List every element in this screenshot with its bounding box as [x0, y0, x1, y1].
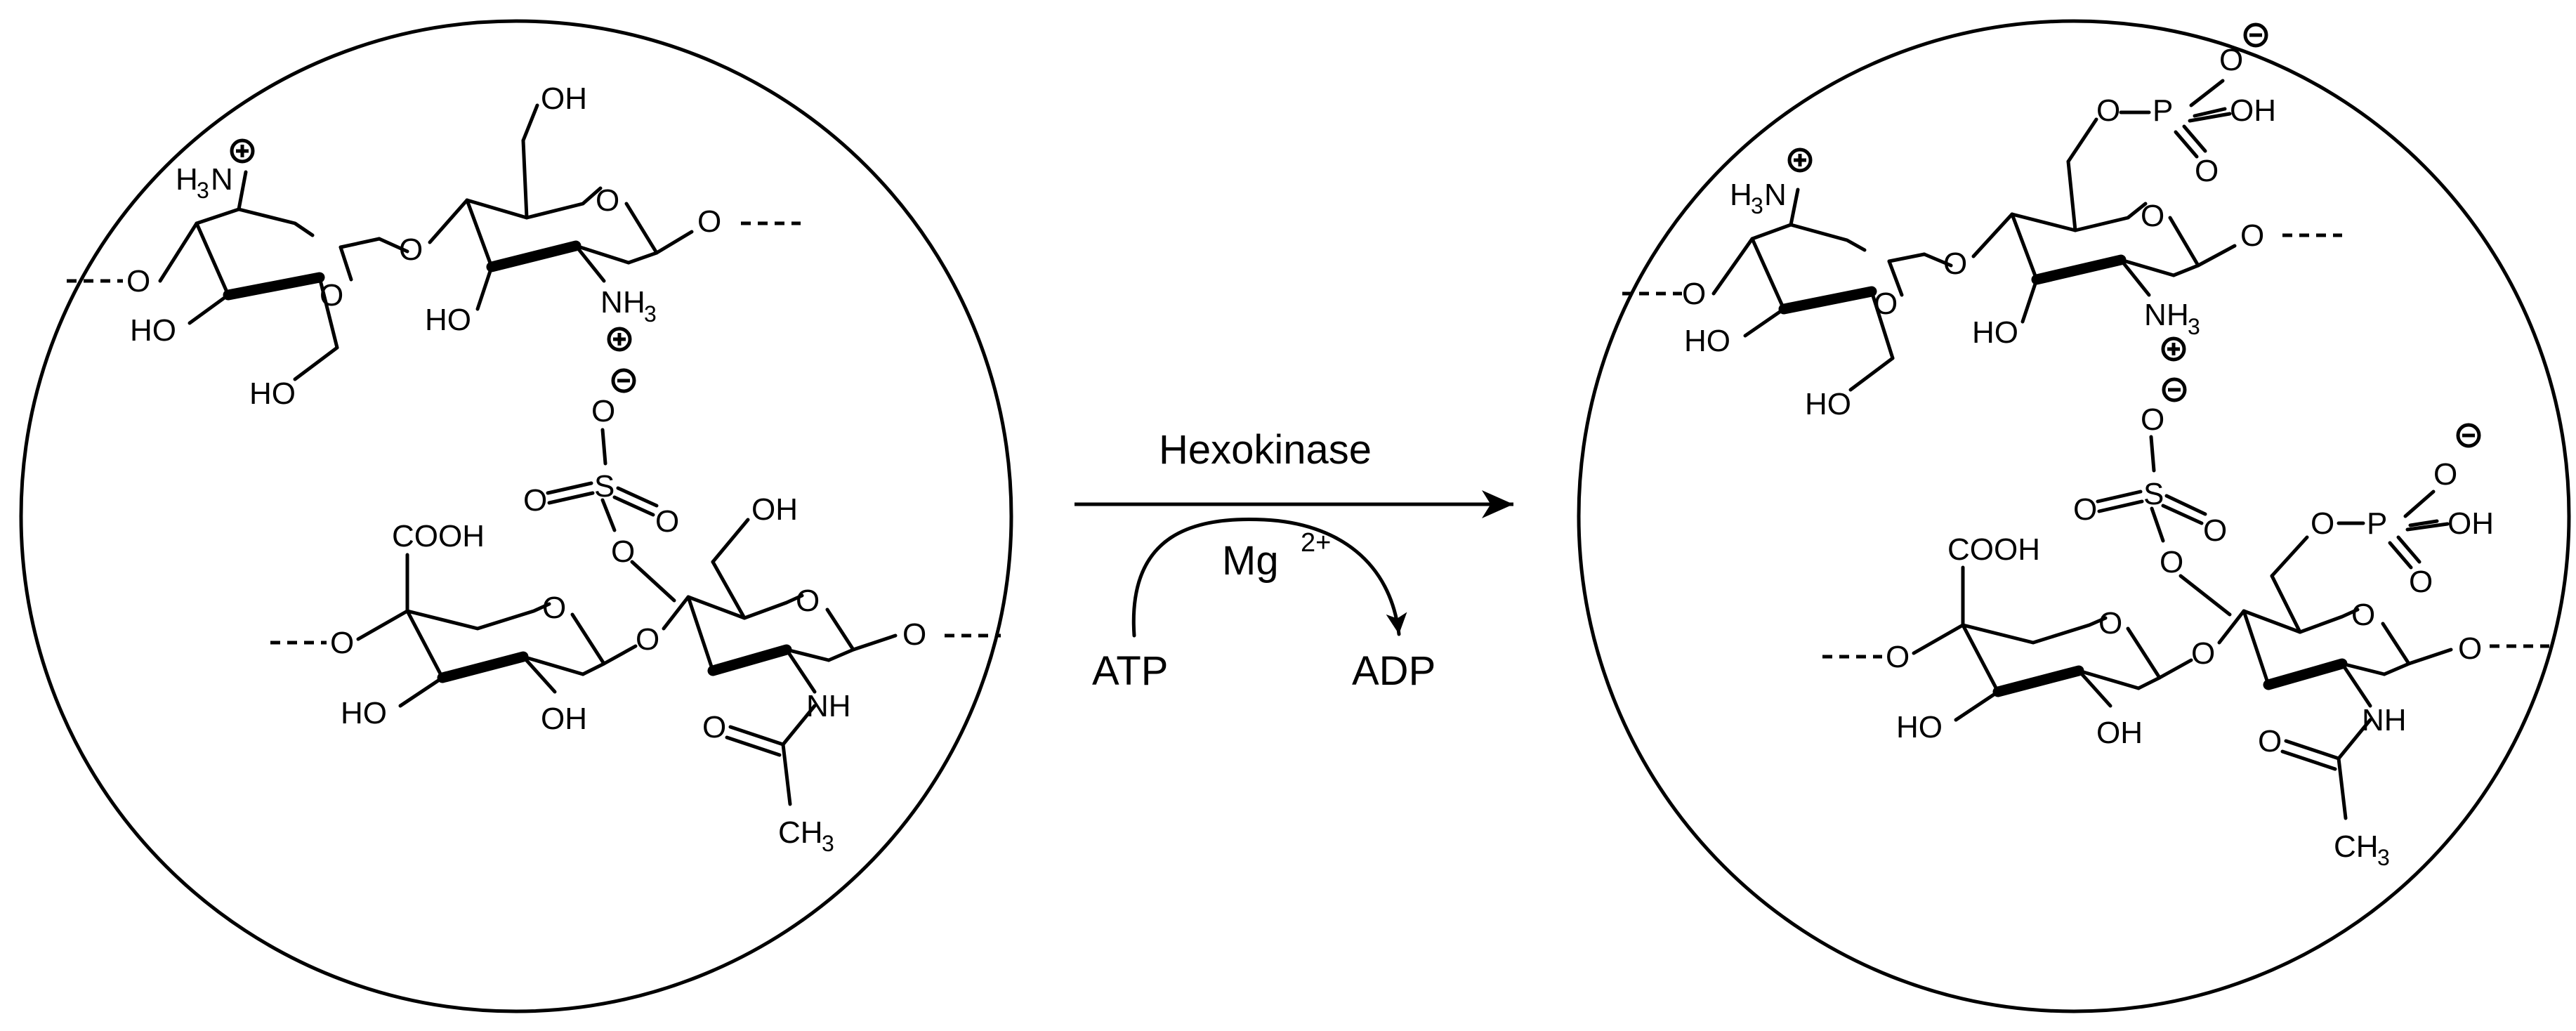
atom-sub3: 3	[197, 178, 209, 203]
atom-CH: CH	[2334, 829, 2379, 864]
atom-HO: HO	[341, 696, 387, 730]
atom-O: O	[902, 617, 926, 652]
atom-O: O	[596, 183, 619, 218]
atom-S: S	[594, 469, 615, 504]
atom-O: O	[2433, 457, 2457, 492]
atom-H: H	[1730, 178, 1752, 212]
atom-sub3: 3	[1751, 193, 1763, 218]
atom-O: O	[2073, 492, 2097, 527]
atom-O: O	[655, 504, 679, 539]
left-bottom-disaccharide: COOH O O HO OH O OH O O NH O CH 3	[270, 492, 1001, 856]
atom-O: O	[2191, 636, 2215, 671]
left-particle-circle	[19, 19, 1013, 1013]
atom-OH: OH	[751, 492, 798, 527]
reaction-arrow-group: Hexokinase Mg 2+ ATP ADP	[1075, 427, 1513, 694]
cofactor-label: Mg	[1222, 538, 1279, 584]
right-sulfate: O S O O O	[2073, 379, 2227, 579]
atom-HO: HO	[249, 376, 296, 411]
atom-H: H	[2167, 298, 2189, 332]
atom-OH: OH	[541, 702, 587, 736]
atom-OH: OH	[2447, 506, 2494, 541]
atom-OH: OH	[541, 81, 587, 116]
atom-O: O	[1886, 640, 1910, 674]
atom-O: O	[2195, 154, 2219, 188]
atom-HO: HO	[425, 303, 471, 337]
cofactor-charge: 2+	[1301, 528, 1331, 558]
atom-COOH: COOH	[1947, 532, 2040, 567]
right-bottom-disaccharide: COOH O O HO OH O O P O OH O O O NH O CH …	[1822, 425, 2549, 870]
atom-O: O	[330, 626, 354, 660]
atom-N: N	[1764, 178, 1787, 212]
atom-O: O	[2409, 565, 2433, 599]
atom-sub3: 3	[644, 301, 657, 327]
atom-O: O	[523, 483, 547, 518]
atom-sub3: 3	[2188, 314, 2200, 339]
atom-O: O	[2096, 93, 2120, 128]
atom-O: O	[2258, 724, 2282, 759]
atom-sub3: 3	[2377, 845, 2390, 870]
cofactor-curve-arrow	[1131, 517, 1407, 638]
substrate-label: ATP	[1092, 648, 1169, 694]
atom-HO: HO	[130, 313, 176, 348]
atom-O: O	[611, 534, 635, 569]
enzyme-label: Hexokinase	[1159, 427, 1372, 473]
atom-S: S	[2143, 477, 2164, 511]
right-top-disaccharide: O H 3 N HO O HO O O P O OH O O HO N H 3 …	[1622, 25, 2342, 421]
atom-O: O	[636, 622, 659, 657]
atom-O: O	[2351, 598, 2375, 632]
atom-O: O	[2240, 218, 2264, 253]
atom-HO: HO	[1896, 710, 1943, 744]
atom-O: O	[1943, 247, 1967, 281]
atom-O: O	[542, 591, 566, 625]
right-particle-circle	[1577, 19, 2571, 1013]
atom-OH: OH	[2096, 716, 2143, 750]
atom-O: O	[2141, 199, 2164, 233]
atom-COOH: COOH	[392, 519, 485, 553]
atom-O: O	[1874, 287, 1898, 321]
atom-N: N	[600, 285, 623, 320]
atom-O: O	[2141, 402, 2164, 437]
product-label: ADP	[1352, 648, 1435, 694]
atom-O: O	[2311, 506, 2334, 541]
atom-O: O	[399, 232, 423, 267]
atom-P: P	[2367, 506, 2387, 541]
atom-O: O	[2160, 545, 2183, 579]
right-panel: O H 3 N HO O HO O O P O OH O O HO N H 3 …	[1577, 19, 2571, 1013]
atom-O: O	[2098, 606, 2122, 641]
atom-O: O	[796, 584, 820, 618]
atom-P: P	[2153, 93, 2173, 128]
atom-sub3: 3	[822, 831, 834, 856]
atom-O: O	[697, 204, 721, 239]
atom-NH: NH	[2362, 703, 2407, 737]
atom-O: O	[2203, 513, 2227, 548]
atom-NH: NH	[806, 689, 851, 723]
atom-O: O	[126, 264, 150, 298]
left-top-disaccharide: O H 3 N HO O HO O OH O HO N H 3 O	[67, 81, 801, 411]
atom-OH: OH	[2230, 93, 2276, 128]
atom-HO: HO	[1972, 315, 2018, 350]
atom-CH: CH	[778, 815, 823, 850]
atom-N: N	[211, 162, 233, 197]
atom-H: H	[623, 285, 645, 320]
atom-N: N	[2144, 298, 2167, 332]
left-sulfate: O S O O O	[523, 370, 679, 569]
atom-HO: HO	[1684, 324, 1730, 358]
atom-O: O	[2458, 631, 2482, 666]
atom-O: O	[702, 710, 726, 744]
atom-HO: HO	[1805, 387, 1851, 421]
atom-O: O	[591, 394, 615, 428]
left-panel: O H 3 N HO O HO O OH O HO N H 3 O O S O	[19, 19, 1013, 1013]
atom-O: O	[1682, 277, 1706, 311]
atom-H: H	[176, 162, 198, 197]
atom-O: O	[2219, 43, 2243, 77]
atom-O: O	[320, 278, 343, 313]
